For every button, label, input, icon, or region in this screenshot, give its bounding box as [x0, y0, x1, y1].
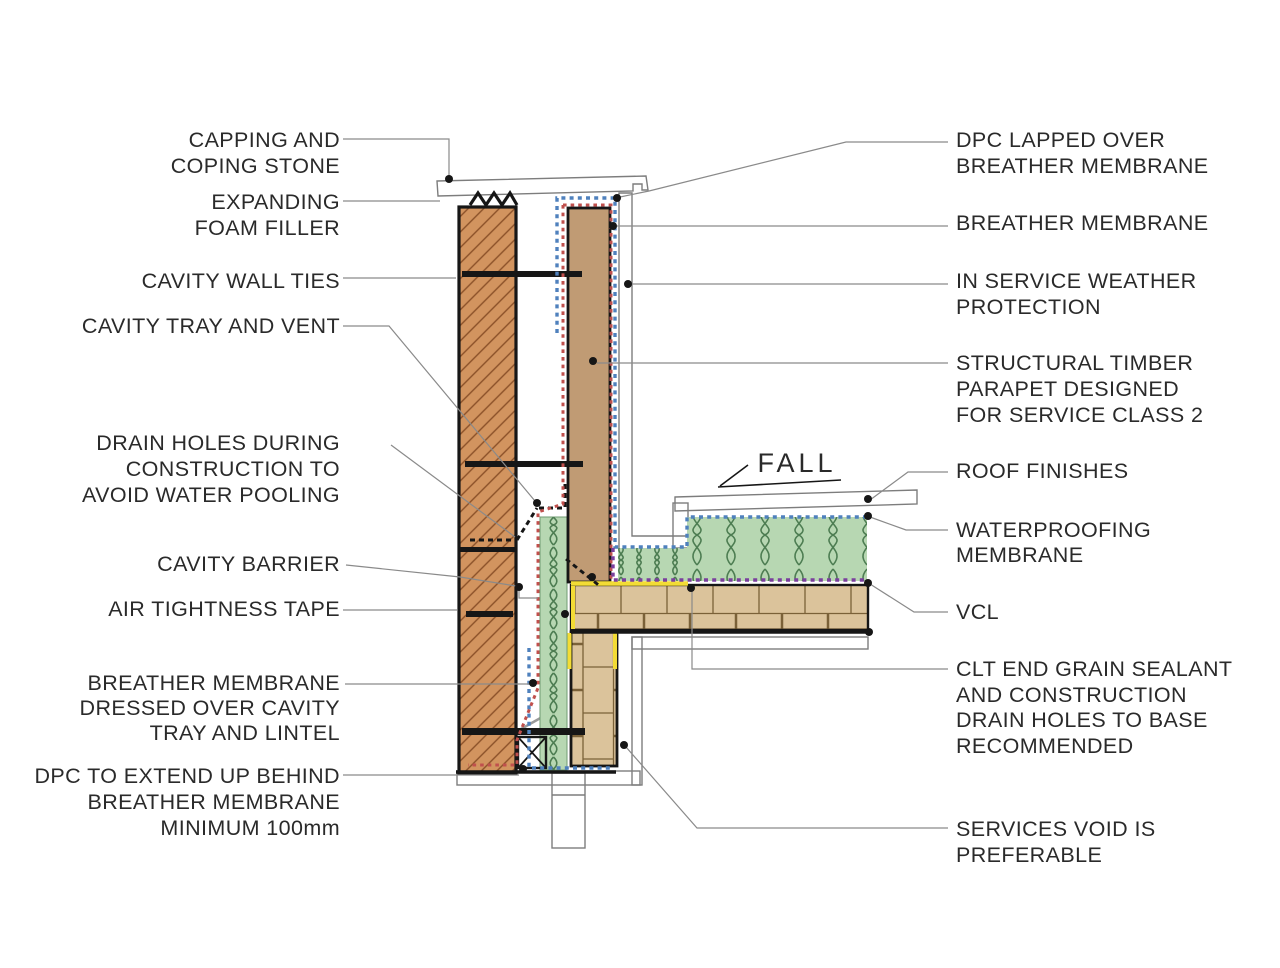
svg-text:RECOMMENDED: RECOMMENDED — [956, 734, 1134, 758]
svg-text:DRAIN HOLES TO BASE: DRAIN HOLES TO BASE — [956, 708, 1208, 732]
svg-text:AVOID WATER POOLING: AVOID WATER POOLING — [82, 483, 340, 507]
svg-text:AIR TIGHTNESS TAPE: AIR TIGHTNESS TAPE — [108, 597, 340, 621]
svg-text:DRAIN HOLES DURING: DRAIN HOLES DURING — [96, 431, 340, 455]
breather-membrane-line — [555, 196, 866, 549]
svg-text:DRESSED OVER CAVITY: DRESSED OVER CAVITY — [80, 696, 340, 720]
label-breather-dressed: BREATHER MEMBRANE DRESSED OVER CAVITY TR… — [80, 671, 340, 745]
roof-finishes-board — [674, 489, 918, 512]
svg-text:BREATHER MEMBRANE: BREATHER MEMBRANE — [88, 790, 341, 814]
svg-text:PREFERABLE: PREFERABLE — [956, 843, 1102, 867]
cavity-wall-tie-middle — [465, 461, 583, 467]
label-cavity-tray-and-vent: CAVITY TRAY AND VENT — [82, 314, 340, 338]
svg-text:VCL: VCL — [956, 600, 999, 624]
leader-dots — [445, 175, 873, 773]
timber-parapet — [566, 206, 612, 584]
dpc-membrane-top-line — [563, 203, 613, 580]
svg-text:CONSTRUCTION TO: CONSTRUCTION TO — [126, 457, 340, 481]
svg-text:BREATHER MEMBRANE: BREATHER MEMBRANE — [956, 211, 1209, 235]
clt-roof-slab — [569, 583, 870, 632]
label-clt-end-grain-sealant: CLT END GRAIN SEALANT AND CONSTRUCTION D… — [956, 657, 1232, 758]
window-head-column — [551, 772, 586, 849]
svg-text:DPC LAPPED OVER: DPC LAPPED OVER — [956, 128, 1165, 152]
svg-text:BREATHER MEMBRANE: BREATHER MEMBRANE — [88, 671, 341, 695]
label-dpc-extend: DPC TO EXTEND UP BEHIND BREATHER MEMBRAN… — [35, 764, 341, 840]
cavity-barrier-insulation — [539, 516, 568, 771]
leader-lines — [343, 138, 948, 829]
svg-text:CAVITY BARRIER: CAVITY BARRIER — [157, 552, 340, 576]
label-roof-finishes: ROOF FINISHES — [956, 459, 1128, 483]
svg-text:DPC TO EXTEND UP BEHIND: DPC TO EXTEND UP BEHIND — [35, 764, 341, 788]
svg-text:ROOF FINISHES: ROOF FINISHES — [956, 459, 1128, 483]
label-waterproofing-membrane: WATERPROOFING MEMBRANE — [956, 518, 1151, 567]
label-breather-membrane: BREATHER MEMBRANE — [956, 211, 1209, 235]
clt-end-grain-sealant — [567, 581, 688, 669]
svg-text:FOR SERVICE CLASS 2: FOR SERVICE CLASS 2 — [956, 403, 1203, 427]
label-in-service-weather: IN SERVICE WEATHER PROTECTION — [956, 269, 1197, 319]
svg-text:CAVITY WALL TIES: CAVITY WALL TIES — [142, 269, 340, 293]
svg-text:STRUCTURAL TIMBER: STRUCTURAL TIMBER — [956, 351, 1193, 375]
label-air-tightness-tape: AIR TIGHTNESS TAPE — [108, 597, 340, 621]
svg-text:IN SERVICE WEATHER: IN SERVICE WEATHER — [956, 269, 1197, 293]
svg-text:WATERPROOFING: WATERPROOFING — [956, 518, 1151, 542]
svg-text:PROTECTION: PROTECTION — [956, 295, 1101, 319]
label-cavity-barrier: CAVITY BARRIER — [157, 552, 340, 576]
label-dpc-lapped: DPC LAPPED OVER BREATHER MEMBRANE — [956, 128, 1209, 178]
svg-text:MEMBRANE: MEMBRANE — [956, 543, 1083, 567]
svg-text:AND CONSTRUCTION: AND CONSTRUCTION — [956, 683, 1187, 707]
svg-text:SERVICES VOID IS: SERVICES VOID IS — [956, 817, 1156, 841]
label-capping-coping-stone: CAPPING AND COPING STONE — [171, 128, 340, 178]
dpc-membrane-line — [468, 205, 565, 767]
svg-text:MINIMUM 100mm: MINIMUM 100mm — [160, 816, 340, 840]
brick-joint-line — [459, 547, 516, 552]
label-cavity-wall-ties: CAVITY WALL TIES — [142, 269, 340, 293]
label-vcl: VCL — [956, 600, 999, 624]
capping-coping-stone — [436, 175, 649, 197]
svg-text:BREATHER MEMBRANE: BREATHER MEMBRANE — [956, 154, 1209, 178]
cavity-tray-and-vent-lines — [470, 481, 602, 589]
fall-label: FALL — [757, 448, 836, 478]
vcl-line — [611, 548, 866, 582]
svg-text:COPING STONE: COPING STONE — [171, 154, 340, 178]
cavity-wall-tie-upper — [462, 271, 582, 277]
fall-arrow — [717, 464, 842, 488]
brick-outer-leaf — [457, 205, 518, 775]
label-expanding-foam-filler: EXPANDING FOAM FILLER — [195, 190, 340, 240]
roof-insulation — [618, 517, 867, 581]
clt-wall-panel — [569, 630, 619, 768]
label-structural-timber: STRUCTURAL TIMBER PARAPET DESIGNED FOR S… — [956, 351, 1203, 427]
label-services-void: SERVICES VOID IS PREFERABLE — [956, 817, 1156, 867]
svg-text:PARAPET DESIGNED: PARAPET DESIGNED — [956, 377, 1179, 401]
svg-text:FOAM FILLER: FOAM FILLER — [195, 216, 340, 240]
expanding-foam-zigzag — [468, 189, 519, 208]
cavity-wall-tie-lower — [462, 728, 585, 735]
ceiling-lining-horizontal — [631, 636, 869, 650]
air-tightness-tape-mark — [466, 611, 513, 617]
breather-membrane-lower-line — [527, 648, 613, 770]
svg-text:CAPPING AND: CAPPING AND — [189, 128, 340, 152]
svg-text:CAVITY TRAY AND VENT: CAVITY TRAY AND VENT — [82, 314, 340, 338]
svg-text:TRAY AND LINTEL: TRAY AND LINTEL — [150, 721, 340, 745]
svg-text:CLT END GRAIN SEALANT: CLT END GRAIN SEALANT — [956, 657, 1232, 681]
ceiling-lining-vertical — [631, 636, 643, 786]
label-drain-holes: DRAIN HOLES DURING CONSTRUCTION TO AVOID… — [82, 431, 340, 507]
svg-text:EXPANDING: EXPANDING — [211, 190, 340, 214]
